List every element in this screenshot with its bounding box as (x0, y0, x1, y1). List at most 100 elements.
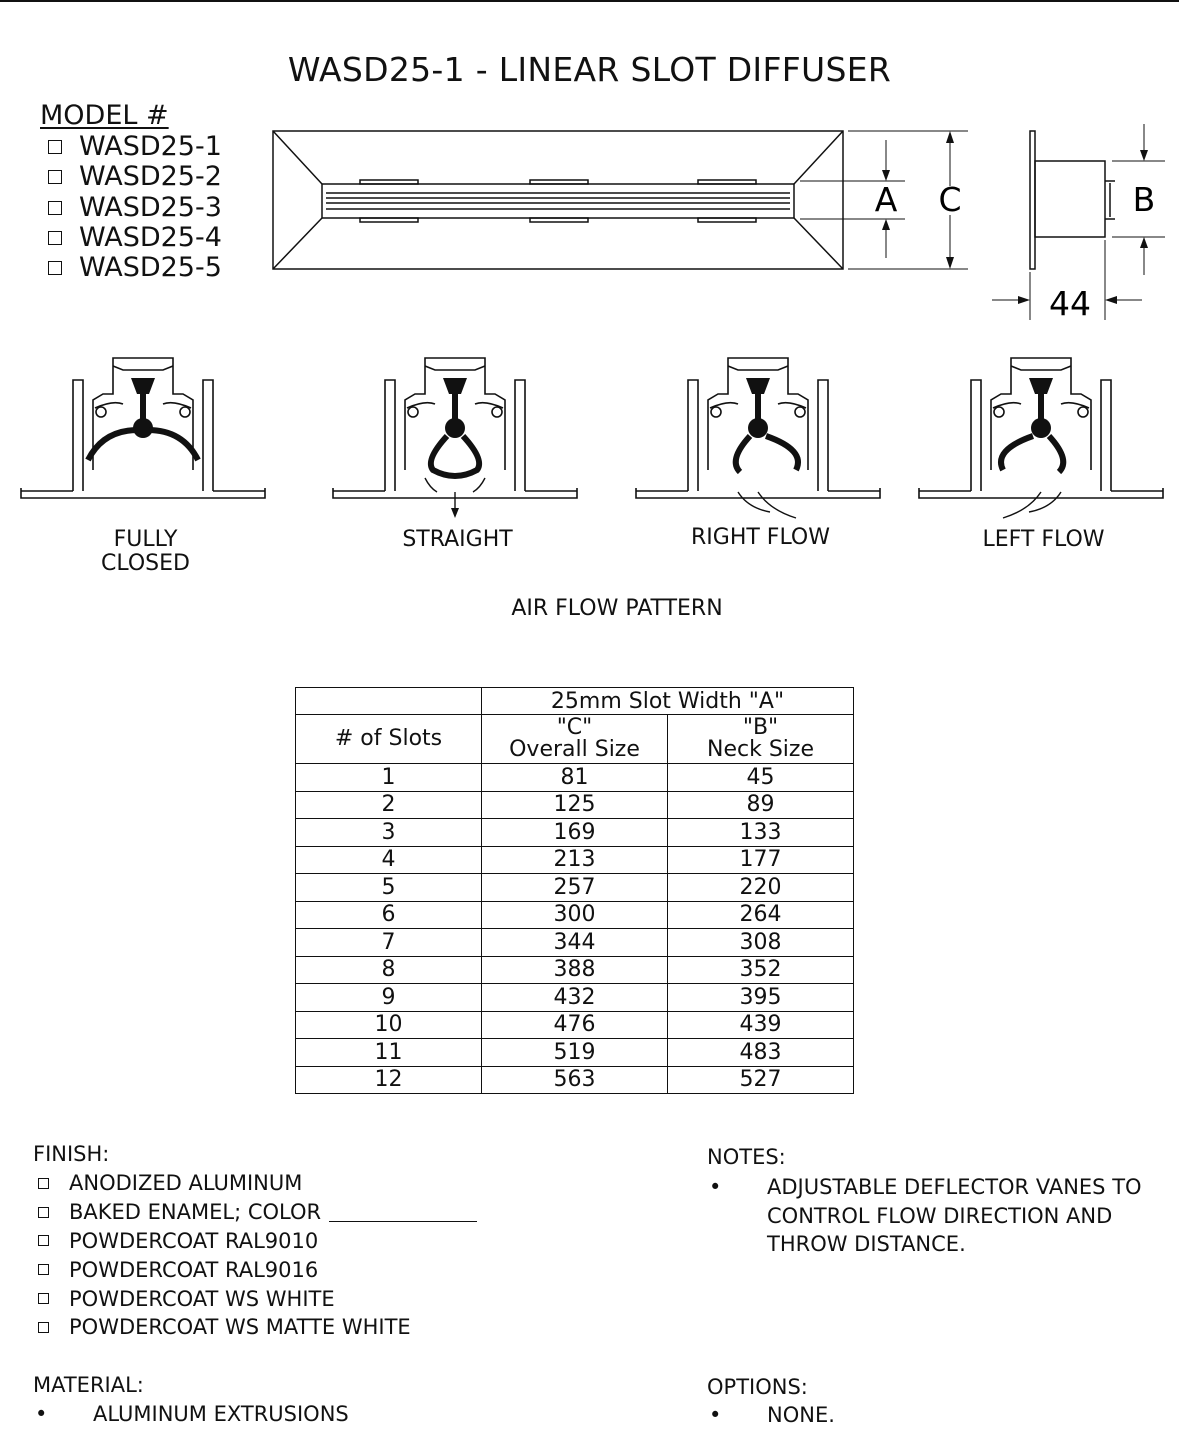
cell: 1 (295, 763, 482, 792)
model-option[interactable]: WASD25-5 (48, 253, 222, 283)
cell: 519 (481, 1038, 668, 1067)
cell: 432 (481, 983, 668, 1012)
finish-option[interactable]: POWDERCOAT RAL9016 (38, 1255, 477, 1284)
checkbox[interactable] (38, 1235, 49, 1247)
options-title: OPTIONS: (707, 1375, 808, 1399)
cell: 213 (481, 845, 668, 874)
cell: 439 (667, 1010, 854, 1039)
top-border (0, 0, 1179, 2)
table-group-header: 25mm Slot Width "A" (481, 687, 854, 715)
checkbox[interactable] (38, 1206, 49, 1218)
model-option-label: WASD25-1 (79, 131, 222, 163)
cell: 125 (481, 790, 668, 819)
checkbox[interactable] (48, 231, 62, 246)
cell: 563 (481, 1065, 668, 1094)
flow-label-line: FULLY (113, 527, 178, 552)
finish-option[interactable]: ANODIZED ALUMINUM (38, 1169, 477, 1198)
cell: 264 (667, 900, 854, 929)
cell: 527 (667, 1065, 854, 1094)
model-heading: MODEL # (40, 100, 169, 131)
finish-option-label: ANODIZED ALUMINUM (69, 1171, 303, 1196)
bullet: • (709, 1403, 722, 1427)
cell: 220 (667, 873, 854, 902)
cell: 11 (295, 1038, 482, 1067)
cell: 7 (295, 928, 482, 957)
notes-line: ADJUSTABLE DEFLECTOR VANES TO (767, 1175, 1142, 1199)
cell: 4 (295, 845, 482, 874)
model-option-label: WASD25-3 (79, 191, 222, 223)
dim-label-c: C (938, 180, 961, 219)
cell: 300 (481, 900, 668, 929)
cell: 388 (481, 955, 668, 984)
finish-option[interactable]: POWDERCOAT WS MATTE WHITE (38, 1313, 477, 1342)
model-option[interactable]: WASD25-1 (48, 132, 222, 162)
checkbox[interactable] (38, 1293, 49, 1305)
cell: 308 (667, 928, 854, 957)
model-option[interactable]: WASD25-4 (48, 223, 222, 253)
cell: 476 (481, 1010, 668, 1039)
finish-option-label: BAKED ENAMEL; COLOR (69, 1200, 322, 1225)
finish-option[interactable]: POWDERCOAT RAL9010 (38, 1227, 477, 1256)
notes-item: • ADJUSTABLE DEFLECTOR VANES TO CONTROL … (709, 1173, 1169, 1263)
finish-option[interactable]: BAKED ENAMEL; COLOR (38, 1198, 478, 1227)
flow-label-right-flow: RIGHT FLOW (658, 526, 863, 550)
table-header-neck: "B"Neck Size (667, 714, 854, 764)
material-item: • ALUMINUM EXTRUSIONS (35, 1400, 435, 1428)
cell: 10 (295, 1010, 482, 1039)
finish-option-label: POWDERCOAT RAL9016 (69, 1257, 319, 1282)
bullet: • (709, 1175, 722, 1199)
cell: 8 (295, 955, 482, 984)
slot-size-table: 25mm Slot Width "A" # of Slots "C"Overal… (295, 687, 854, 1094)
checkbox[interactable] (38, 1321, 49, 1333)
checkbox[interactable] (48, 140, 62, 155)
checkbox[interactable] (48, 170, 62, 185)
finish-option[interactable]: POWDERCOAT WS WHITE (38, 1284, 477, 1313)
material-title: MATERIAL: (33, 1373, 144, 1397)
finish-options: ANODIZED ALUMINUM BAKED ENAMEL; COLOR PO… (38, 1169, 478, 1342)
airflow-pattern-drawings (20, 357, 1164, 519)
finish-option-label: POWDERCOAT WS WHITE (69, 1286, 335, 1311)
checkbox[interactable] (48, 261, 62, 276)
table-header-overall: "C"Overall Size (481, 714, 668, 764)
flow-label-left-flow: LEFT FLOW (941, 528, 1146, 552)
flow-label-straight: STRAIGHT (355, 528, 560, 552)
cell: 3 (295, 818, 482, 847)
model-option-label: WASD25-2 (79, 161, 222, 193)
front-frame-outer (272, 130, 844, 270)
table-header-slots: # of Slots (295, 714, 482, 764)
checkbox[interactable] (38, 1264, 49, 1276)
profile-fully-closed (20, 357, 266, 499)
notes-line: CONTROL FLOW DIRECTION AND (767, 1203, 1113, 1228)
finish-option-label: POWDERCOAT WS MATTE WHITE (69, 1315, 411, 1340)
cell: 177 (667, 845, 854, 874)
cell: 352 (667, 955, 854, 984)
cell: 2 (295, 790, 482, 819)
header-line: Overall Size (509, 737, 640, 762)
notes-title: NOTES: (707, 1145, 786, 1169)
profile-right-flow (635, 357, 881, 519)
cell: 395 (667, 983, 854, 1012)
cell: 9 (295, 983, 482, 1012)
finish-title: FINISH: (33, 1142, 110, 1166)
model-option[interactable]: WASD25-2 (48, 162, 222, 192)
profile-left-flow (918, 357, 1164, 519)
cell: 133 (667, 818, 854, 847)
model-option[interactable]: WASD25-3 (48, 191, 222, 223)
checkbox[interactable] (48, 200, 62, 215)
cell: 483 (667, 1038, 854, 1067)
notes-text: ADJUSTABLE DEFLECTOR VANES TO CONTROL FL… (767, 1173, 1167, 1259)
airflow-pattern-title: AIR FLOW PATTERN (511, 596, 723, 621)
notes-line: THROW DISTANCE. (767, 1232, 966, 1256)
header-line: "B" (742, 715, 779, 740)
cell: 12 (295, 1065, 482, 1094)
color-blank-line[interactable] (329, 1203, 478, 1222)
checkbox[interactable] (38, 1177, 49, 1189)
